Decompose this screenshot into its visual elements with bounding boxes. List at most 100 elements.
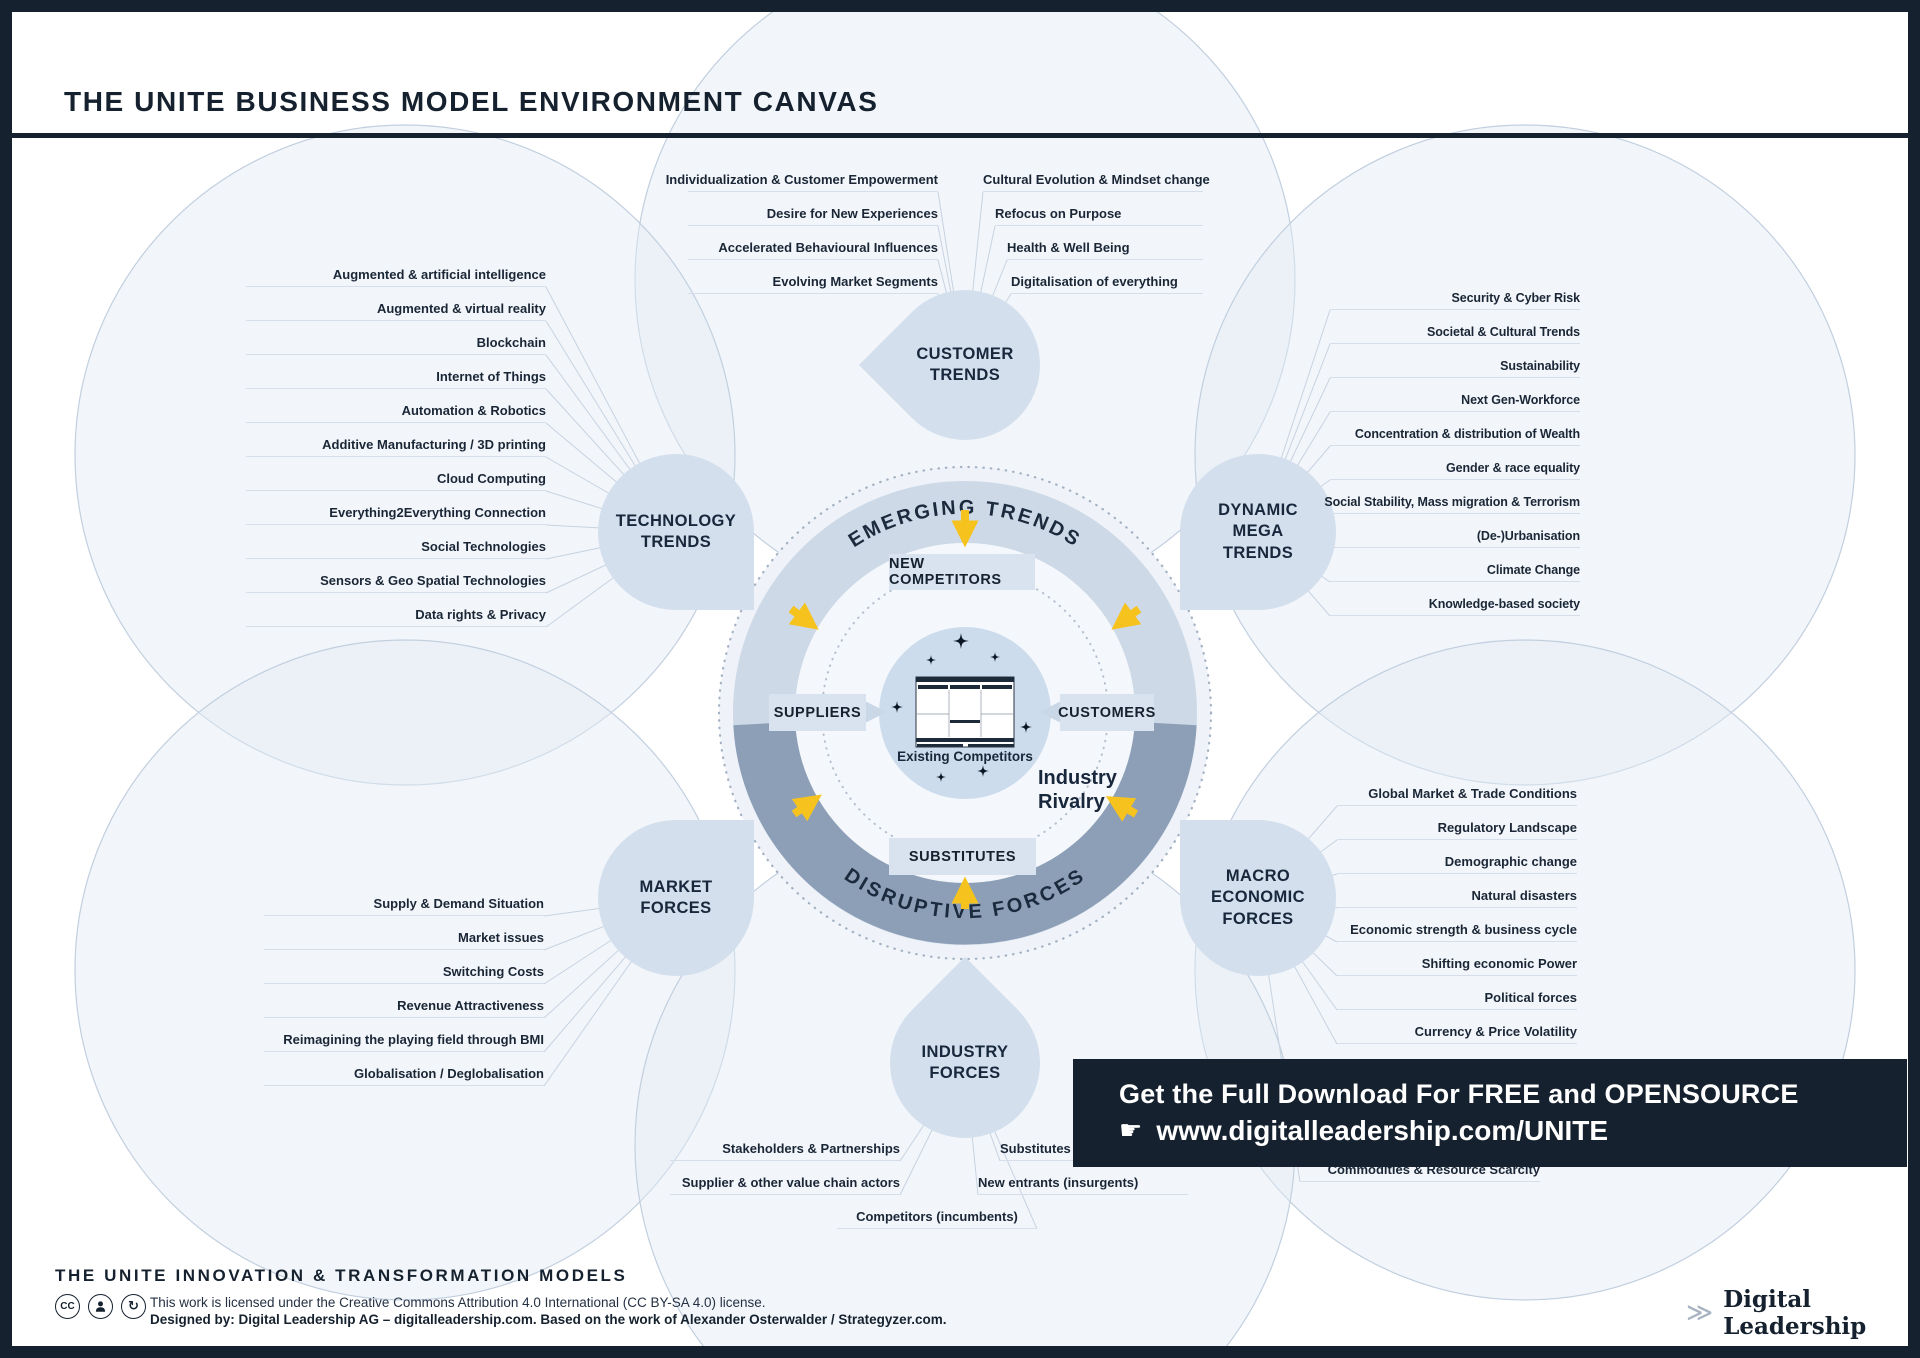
list-item: Market issues — [264, 916, 544, 950]
bubble-label: MEGA — [1232, 522, 1284, 541]
header-divider — [0, 133, 1920, 138]
list-item: Switching Costs — [264, 950, 544, 984]
list-item: Globalisation / Deglobalisation — [264, 1052, 544, 1086]
list-item: Social Technologies — [246, 525, 546, 559]
bubble-label: CUSTOMER — [916, 344, 1014, 363]
industry-rivalry-line: Industry — [1038, 767, 1117, 789]
banner-headline: Get the Full Download For FREE and OPENS… — [1119, 1079, 1799, 1109]
logo-text: Digital Leadership — [1723, 1286, 1867, 1340]
customer-trends-list-left: Individualization & Customer Empowerment… — [666, 158, 938, 294]
emerging-trends-arc-label: EMERGING TRENDS — [845, 497, 1083, 552]
frame-border-bottom — [0, 1346, 1920, 1358]
list-item: Accelerated Behavioural Influences — [688, 226, 938, 260]
frame-border-right — [1908, 0, 1920, 1358]
license-line: This work is licensed under the Creative… — [150, 1295, 766, 1310]
bubble-label: TRENDS — [929, 366, 1001, 384]
list-item: Shifting economic Power — [1337, 942, 1577, 976]
list-item: Next Gen-Workforce — [1330, 378, 1580, 412]
list-item: Augmented & artificial intelligence — [246, 253, 546, 287]
license-text: This work is licensed under the Creative… — [150, 1294, 946, 1328]
bubble-label: FORCES — [640, 899, 712, 917]
center-circle — [879, 627, 1051, 799]
list-item: Currency & Price Volatility — [1337, 1010, 1577, 1044]
list-item: Sustainability — [1330, 344, 1580, 378]
list-item: Data rights & Privacy — [246, 593, 546, 627]
list-item: Desire for New Experiences — [688, 192, 938, 226]
list-item: Security & Cyber Risk — [1330, 276, 1580, 310]
pointing-hand-icon: ☛ — [1119, 1116, 1143, 1146]
list-item: Refocus on Purpose — [995, 192, 1203, 226]
industry-forces-list-center: Competitors (incumbents) — [837, 1195, 1037, 1229]
list-item: Revenue Attractiveness — [264, 984, 544, 1018]
list-item: Gender & race equality — [1330, 446, 1580, 480]
list-item: Supply & Demand Situation — [264, 882, 544, 916]
business-model-canvas-thumbnail — [915, 676, 1015, 748]
customers-box: CUSTOMERS — [1058, 694, 1155, 731]
list-item: Augmented & virtual reality — [246, 287, 546, 321]
list-item: Sensors & Geo Spatial Technologies — [246, 559, 546, 593]
substitutes-box: SUBSTITUTES — [889, 838, 1036, 875]
list-item: Regulatory Landscape — [1337, 806, 1577, 840]
list-item: Cultural Evolution & Mindset change — [983, 158, 1210, 192]
page-title: THE UNITE BUSINESS MODEL ENVIRONMENT CAN… — [64, 86, 879, 117]
list-item: Societal & Cultural Trends — [1330, 310, 1580, 344]
frame-border-top — [0, 0, 1920, 12]
bubble-label: TRENDS — [1222, 543, 1294, 562]
digital-leadership-logo: ≫ Digital Leadership — [1686, 1286, 1920, 1340]
list-item: Political forces — [1337, 976, 1577, 1010]
list-item: Supplier & other value chain actors — [670, 1161, 900, 1195]
list-item: (De-)Urbanisation — [1330, 514, 1580, 548]
bubble-label: TECHNOLOGY — [615, 511, 737, 530]
bubble-dynamic-mega-trends: DYNAMIC MEGA TRENDS — [1180, 454, 1336, 610]
list-item: Natural disasters — [1337, 874, 1577, 908]
new-competitors-box: NEW COMPETITORS — [889, 554, 1035, 590]
bubble-label: MARKET — [639, 877, 713, 896]
list-item: Individualization & Customer Empowerment — [666, 158, 938, 192]
bubble-technology-trends: TECHNOLOGY TRENDS — [598, 454, 754, 610]
bubble-label: TRENDS — [640, 533, 712, 551]
list-item: Evolving Market Segments — [688, 260, 938, 294]
list-item: Blockchain — [246, 321, 546, 355]
bubble-label: FORCES — [929, 1064, 1001, 1082]
industry-rivalry-label: Industry Rivalry — [1038, 766, 1168, 814]
footer-title: THE UNITE INNOVATION & TRANSFORMATION MO… — [55, 1266, 628, 1285]
list-item: Economic strength & business cycle — [1337, 908, 1577, 942]
bubble-label: INDUSTRY — [921, 1042, 1009, 1061]
list-item: Everything2Everything Connection — [246, 491, 546, 525]
list-item: Reimagining the playing field through BM… — [264, 1018, 544, 1052]
list-item: Additive Manufacturing / 3D printing — [246, 423, 546, 457]
creative-commons-icons: CC ↻ — [55, 1294, 146, 1319]
double-chevron-icon: ≫ — [1686, 1298, 1714, 1328]
banner-url-link[interactable]: www.digitalleadership.com/UNITE — [1156, 1115, 1609, 1146]
list-item: Digitalisation of everything — [1011, 260, 1203, 294]
list-item: Concentration & distribution of Wealth — [1330, 412, 1580, 446]
bubble-label: MACRO — [1225, 866, 1291, 885]
list-item: Competitors (incumbents) — [837, 1195, 1037, 1229]
list-item: Knowledge-based society — [1330, 582, 1580, 616]
list-item: Cloud Computing — [246, 457, 546, 491]
attribution-person-icon — [88, 1294, 113, 1319]
bubble-market-forces: MARKET FORCES — [598, 820, 754, 976]
list-item: Automation & Robotics — [246, 389, 546, 423]
list-item: Demographic change — [1337, 840, 1577, 874]
suppliers-box: SUPPLIERS — [769, 694, 866, 731]
share-alike-icon: ↻ — [121, 1294, 146, 1319]
list-item: Internet of Things — [246, 355, 546, 389]
bubble-label: ECONOMIC — [1211, 888, 1305, 907]
download-banner: Get the Full Download For FREE and OPENS… — [1073, 1059, 1907, 1167]
list-item: Social Stability, Mass migration & Terro… — [1324, 480, 1580, 514]
bubble-label: DYNAMIC — [1218, 500, 1298, 519]
existing-competitors-label: Existing Competitors — [897, 749, 1033, 764]
cc-icon: CC — [55, 1294, 80, 1319]
list-item: Global Market & Trade Conditions — [1337, 772, 1577, 806]
list-item: Health & Well Being — [1007, 226, 1203, 260]
list-item: Stakeholders & Partnerships — [670, 1127, 900, 1161]
